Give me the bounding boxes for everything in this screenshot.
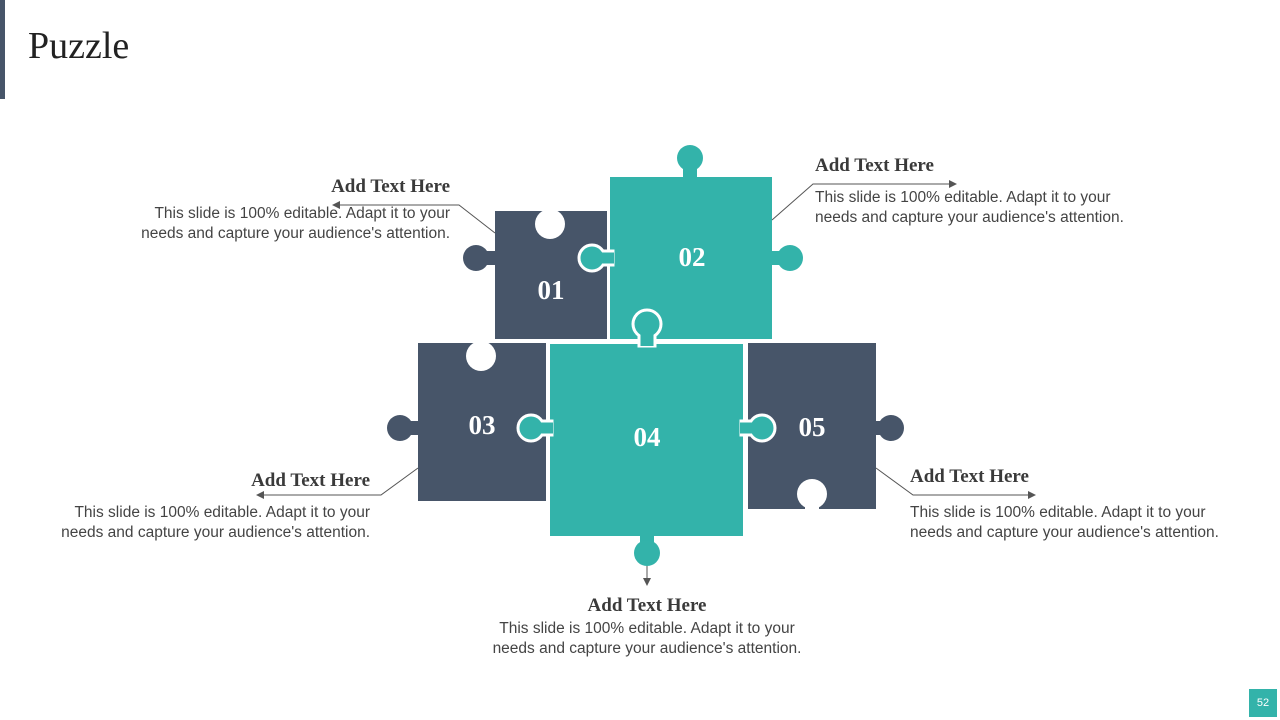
piece-04-tab-bottom: [634, 540, 660, 566]
piece-01-number: 01: [538, 275, 565, 305]
callout-04-body-line-2: needs and capture your audience's attent…: [492, 639, 802, 657]
piece-05-slot-bottom: [797, 479, 827, 509]
puzzle-piece-01: 01: [463, 205, 607, 339]
callout-05-body: This slide is 100% editable. Adapt it to…: [910, 503, 1250, 542]
callout-03-heading: Add Text Here: [251, 470, 370, 491]
callout-04-heading: Add Text Here: [587, 595, 707, 616]
puzzle-piece-02: 02: [577, 145, 803, 339]
connector-01: [332, 201, 496, 234]
piece-04-number: 04: [634, 422, 661, 452]
callout-03: Add Text Here This slide is 100% editabl…: [30, 469, 370, 542]
connectors: [256, 180, 1036, 586]
callout-05-body-line-1: This slide is 100% editable. Adapt it to…: [910, 504, 1206, 521]
piece-02-body: [610, 177, 772, 339]
callout-01-body-line-2: needs and capture your audience's attent…: [141, 224, 450, 242]
piece-04-tab-right-fill: [740, 422, 756, 434]
piece-03-tab-left: [387, 415, 413, 441]
piece-01-slot-top-neck: [543, 205, 557, 217]
callout-03-body: This slide is 100% editable. Adapt it to…: [30, 503, 370, 542]
accent-bar: [0, 0, 5, 99]
callout-02-body-line-1: This slide is 100% editable. Adapt it to…: [815, 189, 1111, 206]
piece-04-body: [548, 342, 745, 538]
connector-03: [256, 467, 419, 499]
piece-04-tab-left-fill: [537, 422, 553, 434]
callout-01-body-line-1: This slide is 100% editable. Adapt it to…: [154, 205, 450, 222]
piece-03-tab-left-neck: [408, 421, 422, 435]
piece-05-tab-right-neck: [872, 421, 886, 435]
callout-03-body-line-1: This slide is 100% editable. Adapt it to…: [74, 504, 370, 521]
callout-02: Add Text Here This slide is 100% editabl…: [815, 154, 1155, 227]
callout-01-body: This slide is 100% editable. Adapt it to…: [110, 204, 450, 243]
piece-03-number: 03: [469, 410, 496, 440]
piece-02-tab-left-fill: [598, 252, 614, 264]
callout-01: Add Text Here This slide is 100% editabl…: [110, 175, 450, 243]
connector-02: [771, 180, 957, 221]
piece-02-tab-top: [677, 145, 703, 171]
callout-05: Add Text Here This slide is 100% editabl…: [910, 465, 1250, 542]
callout-04-body-line-1: This slide is 100% editable. Adapt it to…: [499, 620, 795, 637]
piece-05-slot-bottom-neck: [805, 500, 819, 512]
callout-04-body: This slide is 100% editable. Adapt it to…: [477, 619, 817, 658]
slide-title: Puzzle: [28, 25, 130, 67]
piece-02-tab-top-neck: [683, 165, 697, 180]
puzzle-piece-05: 05: [748, 343, 904, 512]
piece-04-tab-top-fill: [640, 330, 654, 346]
piece-02-tab-right-neck: [769, 251, 783, 265]
piece-03-slot-top-neck: [474, 338, 488, 350]
callout-03-body-line-2: needs and capture your audience's attent…: [61, 523, 370, 541]
piece-02-tab-right: [777, 245, 803, 271]
piece-02-number: 02: [679, 242, 706, 272]
callout-05-body-line-2: needs and capture your audience's attent…: [910, 523, 1219, 541]
callout-02-body: This slide is 100% editable. Adapt it to…: [815, 188, 1155, 227]
callout-01-heading: Add Text Here: [331, 176, 450, 197]
callout-02-body-line-2: needs and capture your audience's attent…: [815, 208, 1124, 226]
puzzle-piece-04: 04: [516, 308, 777, 566]
connector-05: [875, 467, 1036, 499]
piece-05-number: 05: [799, 412, 826, 442]
callout-02-heading: Add Text Here: [815, 155, 934, 176]
page-number-badge: 52: [1249, 689, 1277, 717]
piece-01-slot-top: [535, 209, 565, 239]
callout-04: Add Text Here This slide is 100% editabl…: [477, 594, 817, 658]
piece-01-tab-left-neck: [484, 251, 498, 265]
piece-03-slot-top: [466, 341, 496, 371]
callout-05-heading: Add Text Here: [910, 466, 1029, 487]
piece-01-tab-left: [463, 245, 489, 271]
